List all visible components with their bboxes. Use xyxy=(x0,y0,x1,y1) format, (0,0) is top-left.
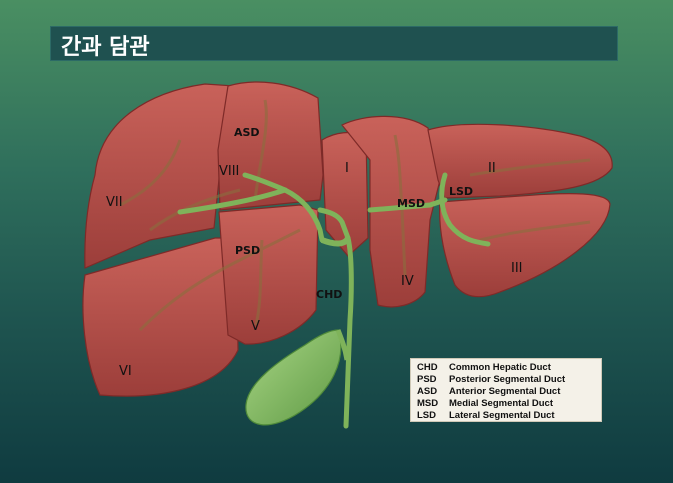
segment-v-block xyxy=(218,204,319,345)
bile-ducts-main xyxy=(320,236,351,247)
segment-label-iii: III xyxy=(511,261,523,276)
duct-label-lsd: LSD xyxy=(449,185,473,198)
gallbladder xyxy=(245,329,342,426)
segment-ii-block xyxy=(427,123,613,199)
segment-label-vii: VII xyxy=(106,195,123,210)
segment-iii-block xyxy=(439,193,611,298)
title-bar: 간과 담관 xyxy=(50,26,618,61)
segment-label-vi: VI xyxy=(119,364,132,379)
segment-label-iv: IV xyxy=(401,274,414,289)
segment-viii-block xyxy=(217,81,324,211)
page-title: 간과 담관 xyxy=(61,35,150,60)
segment-label-ii: II xyxy=(488,161,496,176)
segment-vi-block xyxy=(82,237,239,397)
duct-label-msd: MSD xyxy=(397,197,425,210)
segment-iv-block xyxy=(341,115,441,308)
vein-tracings xyxy=(119,99,591,332)
segment-label-viii: VIII xyxy=(219,164,239,179)
duct-label-asd: ASD xyxy=(234,126,260,139)
bile-ducts xyxy=(177,172,491,429)
duct-label-chd: CHD xyxy=(316,288,342,301)
segment-label-i: I xyxy=(345,161,349,176)
segment-label-v: V xyxy=(251,319,260,334)
duct-label-psd: PSD xyxy=(235,244,260,257)
